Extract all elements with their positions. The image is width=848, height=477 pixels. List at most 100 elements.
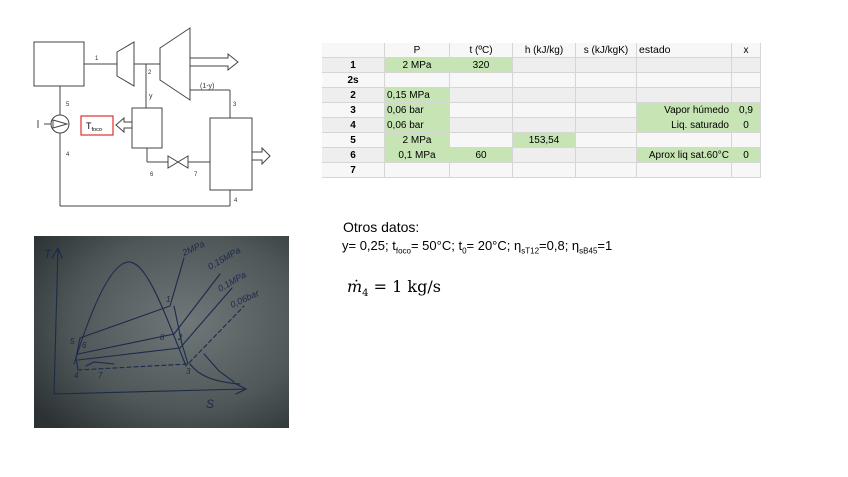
- h-cell: [512, 72, 576, 88]
- node-4-left-label: 4: [66, 152, 70, 158]
- state-table: P t (ºC) h (kJ/kg) s (kJ/kgK) estado x 1…: [322, 43, 761, 178]
- header-state: [322, 43, 385, 58]
- s-cell: [575, 87, 637, 103]
- lp-turbine: [159, 27, 191, 101]
- t-cell: [449, 132, 513, 148]
- header-estado: estado: [636, 43, 732, 58]
- state-cell: 1: [322, 57, 385, 73]
- node-6-label: 6: [150, 172, 154, 178]
- hp-turbine: [116, 41, 135, 87]
- eta1-symbol: η: [514, 238, 522, 253]
- boiler-box: [33, 41, 85, 87]
- x-cell: [731, 72, 761, 88]
- p-cell: 2 MPa: [384, 57, 450, 73]
- state-cell: 7: [322, 162, 385, 178]
- eta1-sub: sT12: [521, 246, 540, 256]
- point-8-label: 8: [160, 333, 165, 342]
- ts-sketch-photo: T S 2MPa 0,15MPa 0,1MPa 0,06bar 1 2 8 3 …: [34, 236, 289, 428]
- s-axis: [53, 388, 247, 395]
- node-1-label: 1: [95, 56, 99, 62]
- eta2-symbol: η: [571, 238, 580, 253]
- isobar-006bar: [77, 305, 245, 371]
- point-7-label: 7: [98, 371, 103, 380]
- isobar-015mpa: [77, 273, 221, 355]
- header-s: s (kJ/kgK): [575, 43, 637, 58]
- table-row: 7: [322, 162, 761, 178]
- estado-cell: [636, 132, 732, 148]
- point-3-label: 3: [186, 367, 191, 376]
- s-cell: [575, 57, 637, 73]
- header-p: P: [384, 43, 450, 58]
- x-cell: 0: [731, 117, 761, 133]
- point-2-label: 2: [177, 333, 183, 342]
- t-cell: [449, 72, 513, 88]
- h-cell: [512, 147, 576, 163]
- t-cell: [449, 117, 513, 133]
- isobar-2mpa: [79, 257, 185, 339]
- state-cell: 5: [322, 132, 385, 148]
- tfoco-box: [80, 115, 114, 136]
- eta1-value: =0,8;: [539, 238, 572, 253]
- h-cell: [512, 102, 576, 118]
- axis-t-label: T: [44, 247, 53, 261]
- work-arrow: [189, 52, 239, 72]
- h-cell: [512, 57, 576, 73]
- estado-cell: [636, 87, 732, 103]
- s-cell: [575, 117, 637, 133]
- s-cell: [575, 72, 637, 88]
- table-row: 1 2 MPa 320: [322, 57, 761, 73]
- state-cell: 2: [322, 87, 385, 103]
- ts-sketch: T S 2MPa 0,15MPa 0,1MPa 0,06bar 1 2 8 3 …: [34, 236, 289, 428]
- eta2-value: =1: [597, 238, 613, 253]
- header-h: h (kJ/kg): [512, 43, 576, 58]
- p-cell: [384, 162, 450, 178]
- one-minus-y-label: (1-y): [200, 83, 214, 90]
- x-cell: 0,9: [731, 102, 761, 118]
- t-cell: 320: [449, 57, 513, 73]
- h-cell: [512, 117, 576, 133]
- mass-sub: 4: [362, 288, 369, 300]
- estado-cell: Liq. saturado: [636, 117, 732, 133]
- others-values: y= 0,25; tfoco= 50°C; t0= 20°C; ηsT12=0,…: [342, 238, 612, 256]
- s-cell: [575, 102, 637, 118]
- state-cell: 2s: [322, 72, 385, 88]
- estado-cell: [636, 72, 732, 88]
- table-row: 6 0,1 MPa 60 Aprox liq sat.60°C 0: [322, 147, 761, 163]
- table-header-row: P t (ºC) h (kJ/kg) s (kJ/kgK) estado x: [322, 43, 761, 58]
- t-cell: [449, 102, 513, 118]
- condenser-box: [209, 117, 253, 191]
- h-cell: [512, 87, 576, 103]
- table-row: 2 0,15 MPa: [322, 87, 761, 103]
- isobar-01mpa: [77, 287, 233, 361]
- x-cell: [731, 132, 761, 148]
- node-7-label: 7: [194, 172, 198, 178]
- estado-cell: Aprox liq sat.60°C: [636, 147, 732, 163]
- s-cell: [575, 147, 637, 163]
- node-3-label: 3: [233, 102, 237, 108]
- node-2-label: 2: [148, 70, 152, 76]
- node-4-bottom-label: 4: [234, 198, 238, 204]
- t-cell: [449, 162, 513, 178]
- estado-cell: Vapor húmedo: [636, 102, 732, 118]
- t-cell: [449, 87, 513, 103]
- t-axis: [53, 247, 59, 395]
- state-cell: 4: [322, 117, 385, 133]
- estado-cell: [636, 162, 732, 178]
- p-cell: 0,06 bar: [384, 117, 450, 133]
- mass-value: = 1 kg/s: [368, 277, 441, 296]
- tfoco-value: = 50°C; t: [410, 238, 463, 253]
- eta2-sub: sB45: [579, 246, 598, 256]
- heat-arrow: [115, 116, 133, 134]
- heater-box: [131, 107, 163, 149]
- point-4-label: 4: [74, 371, 79, 380]
- header-t: t (ºC): [449, 43, 513, 58]
- t0-sub: 0: [462, 246, 467, 256]
- mass-flow: ṁ4 = 1 kg/s: [347, 277, 441, 299]
- y-value: y= 0,25; t: [342, 238, 396, 253]
- x-cell: 0: [731, 147, 761, 163]
- point-1-label: 1: [166, 295, 170, 304]
- estado-cell: [636, 57, 732, 73]
- s-cell: [575, 132, 637, 148]
- header-x: x: [731, 43, 761, 58]
- table-row: 3 0,06 bar Vapor húmedo 0,9: [322, 102, 761, 118]
